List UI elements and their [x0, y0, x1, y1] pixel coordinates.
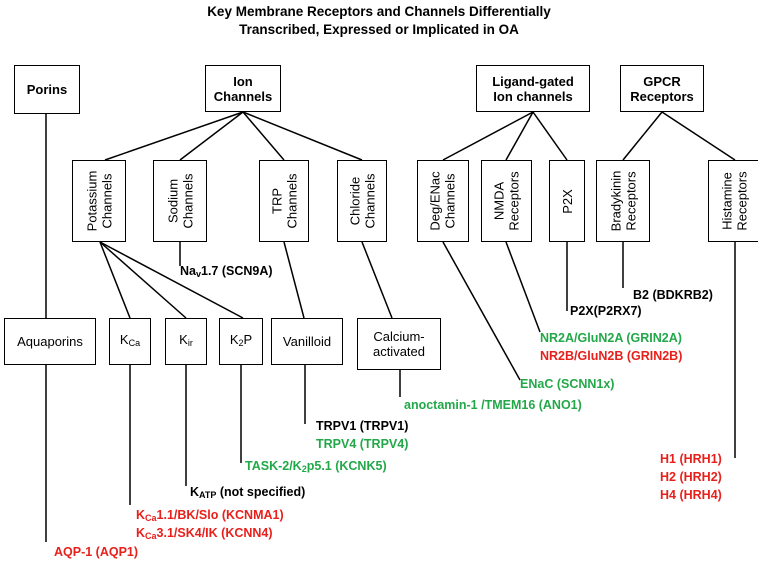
- aquaporins-label: Aquaporins: [17, 334, 83, 349]
- calcium-activated-label-1: Calcium-: [373, 329, 425, 344]
- porins-box: Porins: [14, 65, 80, 114]
- ligand-gated-box: Ligand-gated Ion channels: [476, 65, 590, 112]
- potassium-label-1: Potassium: [84, 170, 100, 232]
- ligand-gated-label-1: Ligand-gated: [492, 73, 574, 89]
- calcium-activated-box: Calcium- activated: [357, 318, 441, 370]
- histamine-label-1: Histamine: [720, 172, 735, 230]
- title-line-1: Key Membrane Receptors and Channels Diff…: [207, 4, 551, 19]
- vanilloid-box: Vanilloid: [271, 318, 343, 365]
- nmda-label-2: Receptors: [506, 171, 522, 231]
- aquaporins-box: Aquaporins: [4, 318, 96, 365]
- trp-label-1: TRP: [269, 188, 284, 214]
- bradykinin-label-1: Bradykinin: [608, 170, 624, 232]
- deg-enac-label-2: Channels: [443, 173, 458, 229]
- ano1-label: anoctamin-1 /TMEM16 (ANO1): [404, 398, 582, 412]
- vanilloid-label: Vanilloid: [282, 334, 332, 349]
- kir-box: Kir: [165, 318, 207, 365]
- title-line-2: Transcribed, Expressed or Implicated in …: [239, 22, 519, 37]
- trpv1-label: TRPV1 (TRPV1): [316, 419, 409, 433]
- ion-channels-label-1: Ion: [233, 73, 253, 89]
- b2-label: B2 (BDKRB2): [633, 288, 713, 302]
- kca11-label: KCa1.1/BK/Slo (KCNMA1): [136, 508, 284, 523]
- k2p-box: K2P: [219, 318, 263, 365]
- p2x-label: P2X: [559, 188, 575, 214]
- kir-label: Kir: [179, 332, 193, 348]
- p2x-box: P2X: [549, 160, 585, 242]
- nr2a-label: NR2A/GluN2A (GRIN2A): [540, 331, 682, 345]
- kca31-label: KCa3.1/SK4/IK (KCNN4): [136, 526, 273, 541]
- ligand-gated-label-2: Ion channels: [493, 88, 573, 104]
- kca-box: KCa: [109, 318, 151, 365]
- enac-label: ENaC (SCNN1x): [520, 377, 615, 391]
- nav17-label: Nav1.7 (SCN9A): [180, 264, 273, 279]
- h2-label: H2 (HRH2): [660, 470, 722, 484]
- deg-enac-label-1: Deg/ENac: [428, 171, 443, 231]
- k2p-label: K2P: [229, 332, 253, 348]
- porins-label: Porins: [26, 82, 68, 97]
- diagram-title: Key Membrane Receptors and Channels Diff…: [0, 3, 758, 39]
- histamine-label-2: Receptors: [735, 171, 750, 231]
- gpcr-box: GPCR Receptors: [620, 65, 704, 112]
- trp-label-2: Channels: [284, 173, 299, 229]
- gpcr-label-2: Receptors: [630, 88, 694, 104]
- katp-label: KATP (not specified): [190, 485, 306, 500]
- aqp1-label: AQP-1 (AQP1): [54, 545, 139, 559]
- task2-label: TASK-2/K2p5.1 (KCNK5): [245, 459, 387, 474]
- sodium-label-1: Sodium: [165, 178, 180, 224]
- p2x7-label: P2X(P2RX7): [570, 304, 642, 318]
- calcium-activated-label-2: activated: [372, 344, 426, 359]
- nr2b-label: NR2B/GluN2B (GRIN2B): [540, 349, 683, 363]
- h4-label: H4 (HRH4): [660, 488, 722, 502]
- ion-channels-label-2: Channels: [213, 88, 273, 104]
- h1-label: H1 (HRH1): [660, 452, 722, 466]
- chloride-label-2: Channels: [362, 173, 377, 229]
- nmda-label-1: NMDA: [491, 181, 507, 221]
- gpcr-label-1: GPCR: [643, 73, 681, 89]
- kca-label: KCa: [119, 332, 141, 348]
- trpv4-label: TRPV4 (TRPV4): [316, 437, 409, 451]
- bradykinin-label-2: Receptors: [623, 171, 639, 231]
- chloride-label-1: Chloride: [347, 176, 362, 226]
- potassium-label-2: Channels: [99, 173, 115, 229]
- ion-channels-box: Ion Channels: [205, 65, 281, 112]
- sodium-label-2: Channels: [180, 173, 195, 229]
